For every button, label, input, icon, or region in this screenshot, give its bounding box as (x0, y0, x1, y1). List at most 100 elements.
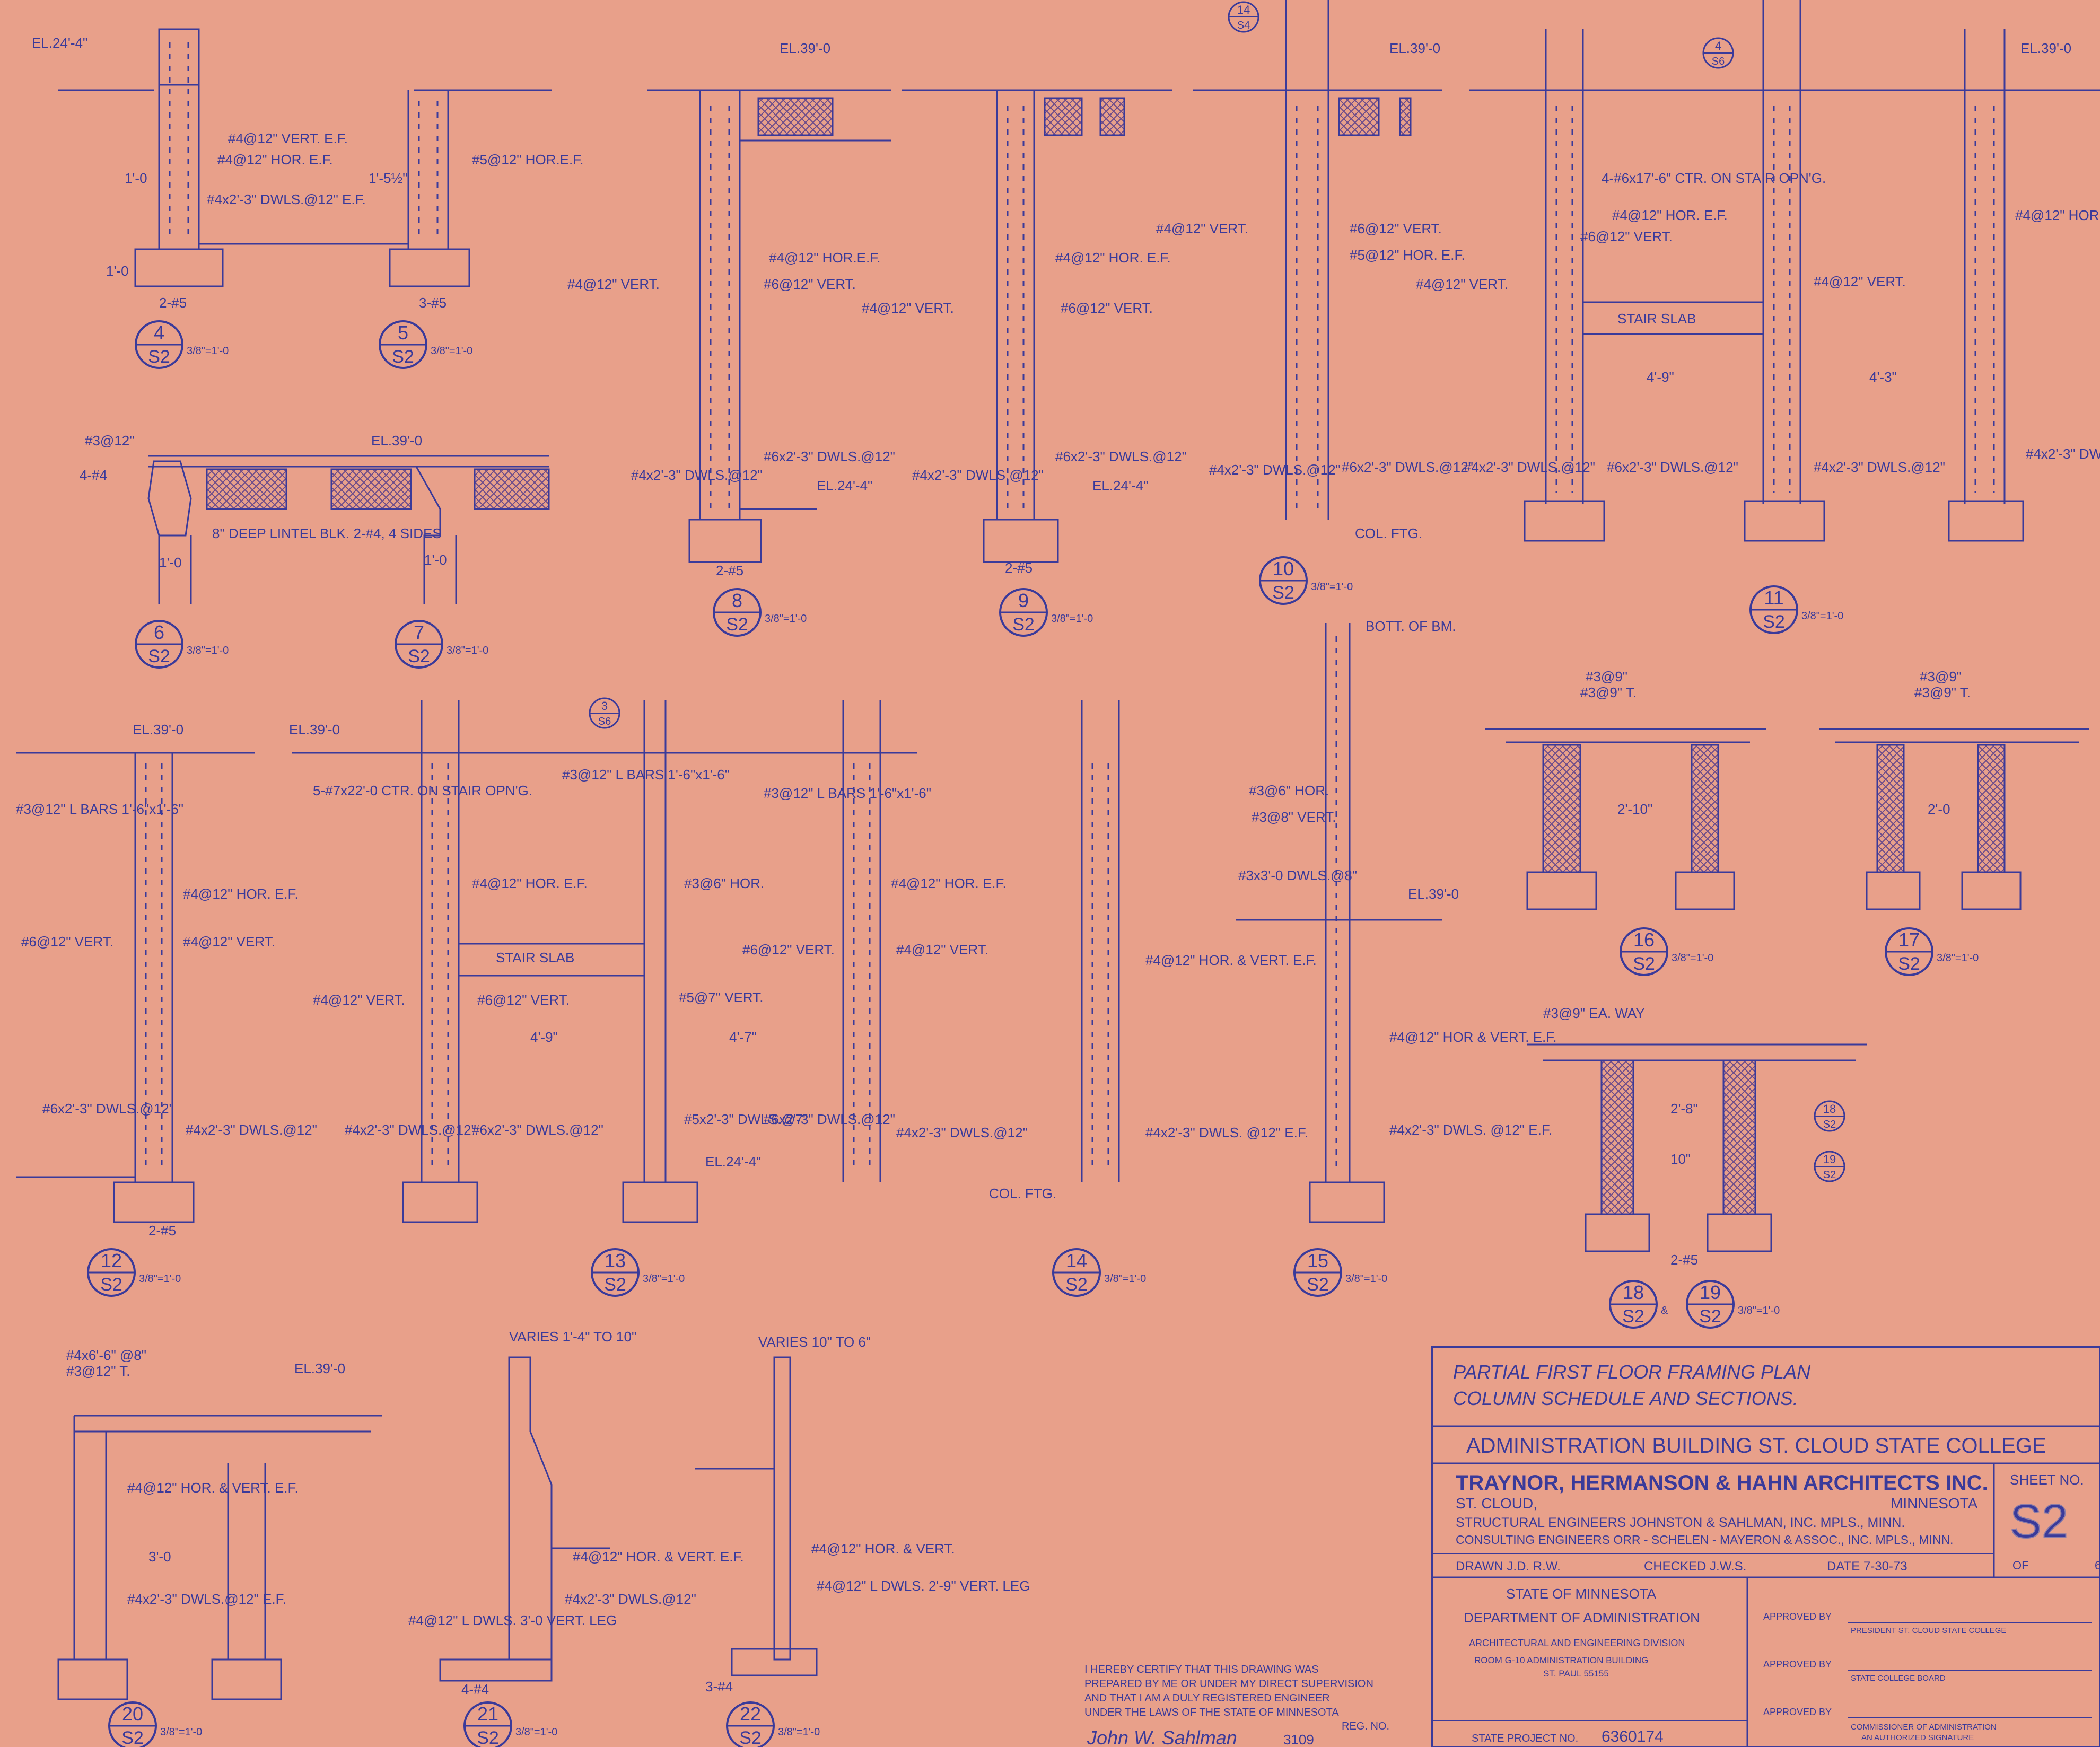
signature: John W. Sahlman (1087, 1727, 1237, 1747)
section-mark-scale: 3/8"=1'-0 (431, 345, 472, 357)
checked-by: CHECKED J.W.S. (1644, 1559, 1746, 1574)
sheet-no-label: SHEET NO. (2010, 1472, 2084, 1488)
section-mark-number: 7 (414, 621, 424, 643)
project-no: 6360174 (1602, 1728, 1664, 1745)
s6-label-lintel: 8" DEEP LINTEL BLK. 2-#4, 4 SIDES (212, 525, 442, 541)
s12-label-lbars: #3@12" L BARS 1'-6"x1'-6" (16, 801, 183, 817)
s13-label-hor2: #4@12" HOR. E.F. (891, 875, 1007, 891)
section-13-detail (292, 700, 917, 1223)
s12b-label-el: EL.39'-0 (289, 722, 340, 738)
s8-label-bars: 2-#5 (716, 563, 743, 578)
s15-label-hor: #3@6" HOR. (1249, 783, 1329, 798)
s12-label-vert1: #6@12" VERT. (21, 934, 113, 950)
section-mark-number: 16 (1633, 929, 1655, 951)
section-mark-scale: 3/8"=1'-0 (187, 345, 229, 357)
s10-label-ftg: COL. FTG. (1355, 525, 1422, 541)
approval-2-label: STATE COLLEGE BOARD (1851, 1674, 1946, 1683)
drawing-title-2: COLUMN SCHEDULE AND SECTIONS. (1453, 1388, 1798, 1409)
s11-label-dwls3: #4x2'-3" DWLS.@12" (1814, 459, 1945, 475)
s13-label-el: EL.24'-4" (705, 1154, 761, 1170)
s5-label-hor: #5@12" HOR.E.F. (472, 152, 583, 168)
s11-label-hor2: #4@12" HOR.&VERT. E.F. (2015, 207, 2100, 223)
s13-label-dim: 4'-7" (729, 1029, 757, 1045)
section-mark-number: 11 (1764, 587, 1783, 609)
s12b-label-dwls2: #6x2'-3" DWLS.@12" (472, 1122, 603, 1138)
approval-1-label: PRESIDENT ST. CLOUD STATE COLLEGE (1851, 1626, 2006, 1635)
s22-label-hor: #4@12" HOR. & VERT. (811, 1541, 955, 1557)
section-6-7-detail (147, 455, 550, 604)
s9-label-hor: #4@12" HOR. E.F. (1055, 250, 1171, 266)
s12b-label-ctr: 5-#7x22'-0 CTR. ON STAIR OPN'G. (313, 783, 532, 798)
s9-label-dwls2: #6x2'-3" DWLS.@12" (1055, 449, 1187, 464)
s13-label-lbars2: #3@12" L BARS 1'-6"x1'-6" (764, 785, 931, 801)
s11-label-vert1: #6@12" VERT. (1580, 229, 1673, 244)
section-mark-scale: 3/8"=1'-0 (1937, 952, 1979, 964)
s16-label-dim: 2'-10" (1617, 801, 1652, 817)
section-mark-sheet: S2 (1012, 614, 1035, 635)
section-mark-number: 19 (1700, 1281, 1721, 1303)
section-mark-sheet: S2 (604, 1275, 626, 1295)
s17-label-bars1: #3@9" (1920, 669, 1962, 684)
section-22-detail (695, 1356, 818, 1676)
s11-label-dim2: 4'-3" (1869, 369, 1897, 385)
s7-label-el: EL.39'-0 (371, 433, 422, 449)
s13-label-dwls1: #5x2'-3" DWLS.@7" (684, 1111, 808, 1127)
s20-label-bars1: #4x6'-6" @8" (66, 1347, 146, 1363)
s8-label-el: EL.39'-0 (780, 40, 830, 56)
drawing-date: DATE 7-30-73 (1827, 1559, 1908, 1574)
s21-label-dwls: #4x2'-3" DWLS.@12" (565, 1591, 696, 1607)
section-mark-sheet: S2 (1763, 612, 1785, 632)
s12-label-dwls1: #6x2'-3" DWLS.@12" (42, 1101, 174, 1117)
s11-label-vert2: #4@12" VERT. (1814, 274, 1906, 289)
s13-label-dwls2: #6x2'-3" DWLS.@12" (764, 1111, 895, 1127)
s4-label-dim1: 1'-0 (125, 170, 147, 186)
section-mark-scale: 3/8"=1'-0 (765, 613, 807, 625)
s20-label-el: EL.39'-0 (294, 1360, 345, 1376)
s7-label-dim: 1'-0 (424, 552, 447, 568)
section-mark-sheet: S2 (100, 1275, 122, 1295)
s4-label-dim2: 1'-0 (106, 263, 129, 279)
s8-label-dwls2: #6x2'-3" DWLS.@12" (764, 449, 895, 464)
s14-label-ftg: COL. FTG. (989, 1186, 1056, 1201)
s9-label-dwls1: #4x2'-3" DWLS.@12" (912, 467, 1044, 483)
section-mark-number: 6 (154, 621, 164, 643)
approved-by-2: APPROVED BY (1763, 1659, 1832, 1670)
section-mark-scale: 3/8"=1'-0 (139, 1273, 181, 1285)
section-mark-number: 12 (101, 1250, 122, 1271)
title-block (1431, 1346, 2100, 1747)
section-mark-sheet: S2 (477, 1728, 499, 1747)
s11-label-ctr: 4-#6x17'-6" CTR. ON STAIR OPN'G. (1602, 170, 1826, 186)
section-mark-number: 18 (1623, 1281, 1644, 1303)
approved-by-1: APPROVED BY (1763, 1611, 1832, 1622)
s8-label-el2: EL.24'-4" (817, 478, 872, 494)
section-mark-scale: 3/8"=1'-0 (1738, 1305, 1780, 1316)
section-mark-sheet: S2 (1898, 954, 1920, 974)
section-mark-number: 22 (740, 1703, 761, 1725)
s14-label-dwls: #4x2'-3" DWLS. @12" E.F. (1145, 1125, 1308, 1140)
cert-line-4: UNDER THE LAWS OF THE STATE OF MINNESOTA (1084, 1707, 1339, 1718)
section-mark-number: 21 (477, 1703, 498, 1725)
reference-mark-sheet: S6 (598, 716, 611, 727)
section-mark-sheet: S2 (392, 347, 414, 367)
engineer-certification: I HEREBY CERTIFY THAT THIS DRAWING WAS P… (1084, 1664, 1389, 1747)
section-mark-scale: 3/8"=1'-0 (515, 1726, 557, 1738)
s15-label-hor2: #4@12" HOR & VERT. E.F. (1389, 1029, 1556, 1045)
s18-label-bars2: 2-#5 (1670, 1252, 1698, 1268)
s13-label-vert3: #5@7" VERT. (679, 989, 763, 1005)
s22-label-bars: 3-#4 (705, 1679, 733, 1695)
section-mark-scale: 3/8"=1'-0 (778, 1726, 820, 1738)
s12b-label-stair: STAIR SLAB (496, 950, 574, 965)
s6-label-bars: #3@12" (85, 433, 134, 449)
section-mark-scale: 3/8"=1'-0 (187, 645, 229, 656)
reference-mark-number: 14 (1237, 3, 1250, 16)
section-mark-sheet: S2 (408, 646, 430, 666)
s9-label-vert1: #4@12" VERT. (862, 300, 954, 316)
s12-label-bars: 2-#5 (148, 1223, 176, 1239)
